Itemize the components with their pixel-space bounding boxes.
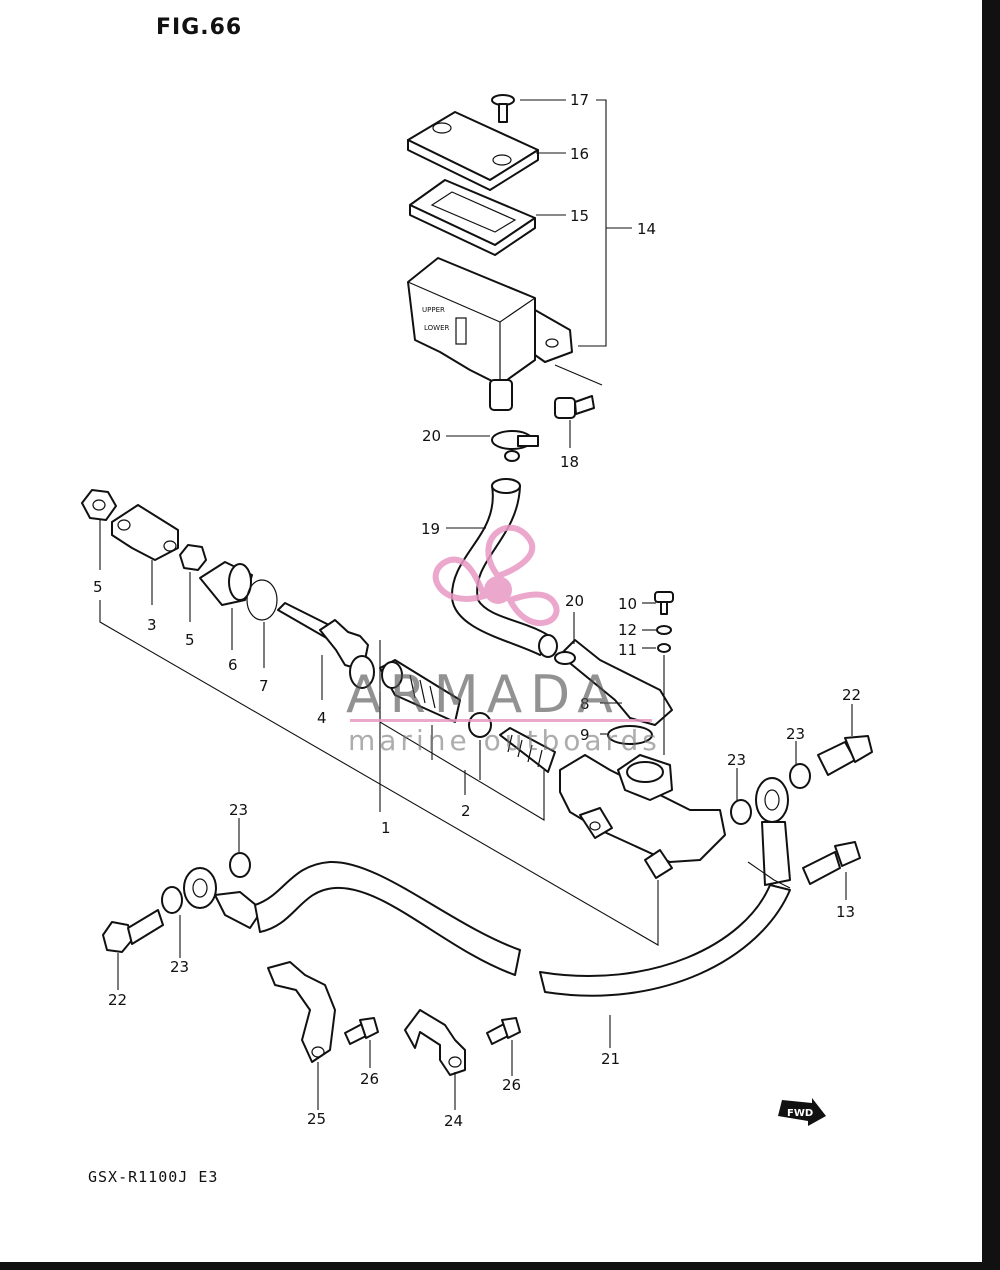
bolt-13 [802,841,861,885]
callout-13: 13 [836,903,855,921]
banjo-fitting-left [183,867,263,929]
callout-26a: 26 [360,1070,379,1088]
scan-edge-right [982,0,1000,1270]
brake-hose-21 [539,884,791,997]
callout-23b: 23 [727,751,746,769]
reservoir-body: UPPER LOWER [407,257,573,411]
brake-hose-lower [254,860,521,976]
callout-14: 14 [637,220,656,238]
watermark-brand: ARMADA [346,665,621,725]
reservoir-mount-bolt [554,395,595,419]
callout-labels: 1 2 3 4 5 5 6 7 8 9 10 11 12 13 14 15 16… [93,91,861,1130]
callout-20b: 20 [565,592,584,610]
watermark: ARMADA marine outboards [346,524,661,757]
banjo-fitting-right [755,777,791,886]
parts-diagram: FIG.66 UPPER LOWER [81,15,873,1186]
callout-1: 1 [381,819,391,837]
callout-15: 15 [570,207,589,225]
reservoir-screw [491,94,515,123]
piston-assembly [349,655,556,773]
callout-11: 11 [618,641,637,659]
circlip [246,579,278,621]
svg-text:UPPER: UPPER [422,306,445,314]
clamp-24 [404,1009,466,1076]
callout-8: 8 [580,695,590,713]
bolt-26-right [486,1017,521,1045]
reservoir-cap [407,111,539,191]
watermark-tagline: marine outboards [348,724,661,757]
lock-nut-upper [81,489,117,521]
callout-12: 12 [618,621,637,639]
master-cylinder-body [559,754,726,879]
union-joint [554,591,674,745]
callout-24: 24 [444,1112,463,1130]
clevis [111,504,179,561]
reservoir-diaphragm [409,179,536,256]
callout-18: 18 [560,453,579,471]
callout-7: 7 [259,677,269,695]
callout-4: 4 [317,709,327,727]
bolt-26-left [344,1017,379,1045]
figure-title: FIG.66 [156,15,242,40]
leader-lines [99,99,853,1110]
callout-9: 9 [580,726,590,744]
hose-clamp-upper [491,430,539,462]
callout-10: 10 [618,595,637,613]
svg-text:LOWER: LOWER [424,324,450,332]
model-code: GSX-R1100J E3 [88,1168,218,1186]
callout-23d: 23 [170,958,189,976]
callout-5a: 5 [93,578,103,596]
callout-22a: 22 [842,686,861,704]
boot [199,561,253,606]
callout-23c: 23 [229,801,248,819]
callout-19: 19 [421,520,440,538]
callout-2: 2 [461,802,471,820]
callout-20a: 20 [422,427,441,445]
propeller-logo-icon [432,524,560,626]
push-rod [277,602,369,669]
scan-edge-bottom [0,1262,1000,1270]
callout-23a: 23 [786,725,805,743]
callout-25: 25 [307,1110,326,1128]
lock-nut-lower [179,544,207,571]
fwd-label: FWD [787,1108,813,1119]
fwd-arrow-icon: FWD [778,1098,826,1126]
callout-26b: 26 [502,1076,521,1094]
union-bolt-right [817,735,873,776]
callout-16: 16 [570,145,589,163]
washer-right-b [730,799,752,825]
callout-3: 3 [147,616,157,634]
washer-left-b [229,852,251,878]
callout-6: 6 [228,656,238,674]
washer-left-a [161,886,183,914]
reservoir-hose [450,485,556,656]
callout-22b: 22 [108,991,127,1009]
callout-21: 21 [601,1050,620,1068]
union-bolt-left [102,909,164,953]
washer-right-a [789,763,811,789]
clamp-25 [267,961,336,1063]
callout-17: 17 [570,91,589,109]
callout-5b: 5 [185,631,195,649]
